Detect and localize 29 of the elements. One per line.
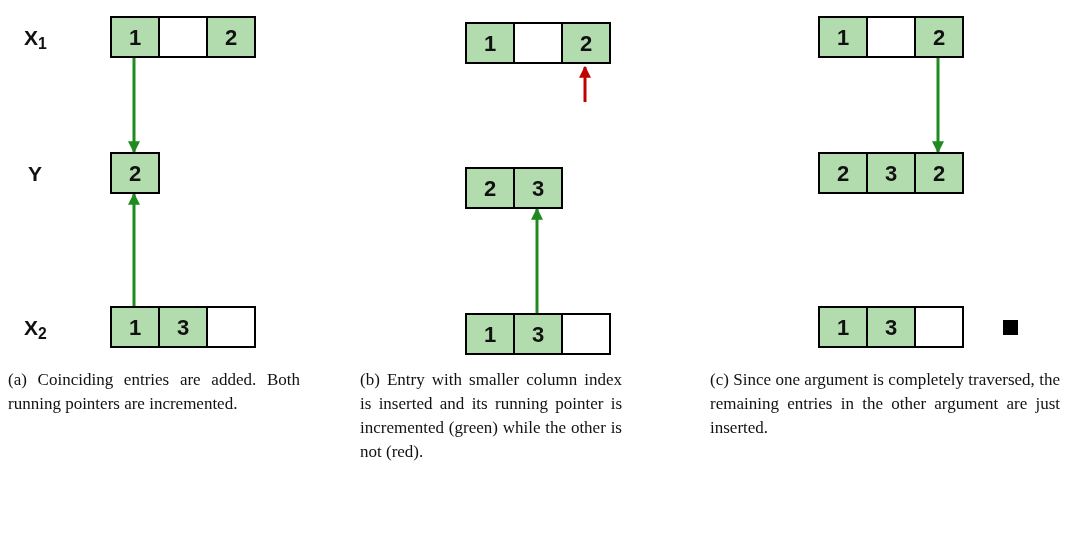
array-cell: 1 bbox=[818, 306, 868, 348]
array-cell: 2 bbox=[206, 16, 256, 58]
array-cell: 1 bbox=[110, 16, 160, 58]
caption: (c) Since one argument is completely traversed, the remaining entries in the other argument are just inserted. bbox=[710, 369, 1060, 439]
row-label: X$_{2}$ bbox=[24, 315, 47, 344]
array-cell: 2 bbox=[110, 152, 160, 194]
caption: (b) Entry with smaller column index is inserted and its running pointer is incremented (green) while the other is not (red). bbox=[360, 369, 622, 463]
array-cell: 3 bbox=[513, 167, 563, 209]
caption: (a) Coinciding entries are added. Both running pointers are incremented. bbox=[8, 369, 300, 415]
array-cell: 1 bbox=[465, 313, 515, 355]
arrow bbox=[531, 207, 543, 313]
row-label: Y bbox=[28, 161, 42, 187]
arrow bbox=[128, 58, 140, 154]
array-cell: 2 bbox=[818, 152, 868, 194]
array-cell: 2 bbox=[914, 16, 964, 58]
array-cell: 3 bbox=[866, 306, 916, 348]
array-cell: 3 bbox=[866, 152, 916, 194]
arrow bbox=[932, 58, 944, 154]
array-cell: 3 bbox=[513, 313, 563, 355]
array-cell: 2 bbox=[914, 152, 964, 194]
array-cell: 3 bbox=[158, 306, 208, 348]
array-cell: 1 bbox=[110, 306, 160, 348]
arrow bbox=[128, 192, 140, 306]
array-cell: 2 bbox=[465, 167, 515, 209]
array-cell: 2 bbox=[561, 22, 611, 64]
array-cell: 1 bbox=[465, 22, 515, 64]
arrow bbox=[579, 65, 591, 102]
row-label: X$_{1}$ bbox=[24, 25, 47, 54]
array-cell: 1 bbox=[818, 16, 868, 58]
